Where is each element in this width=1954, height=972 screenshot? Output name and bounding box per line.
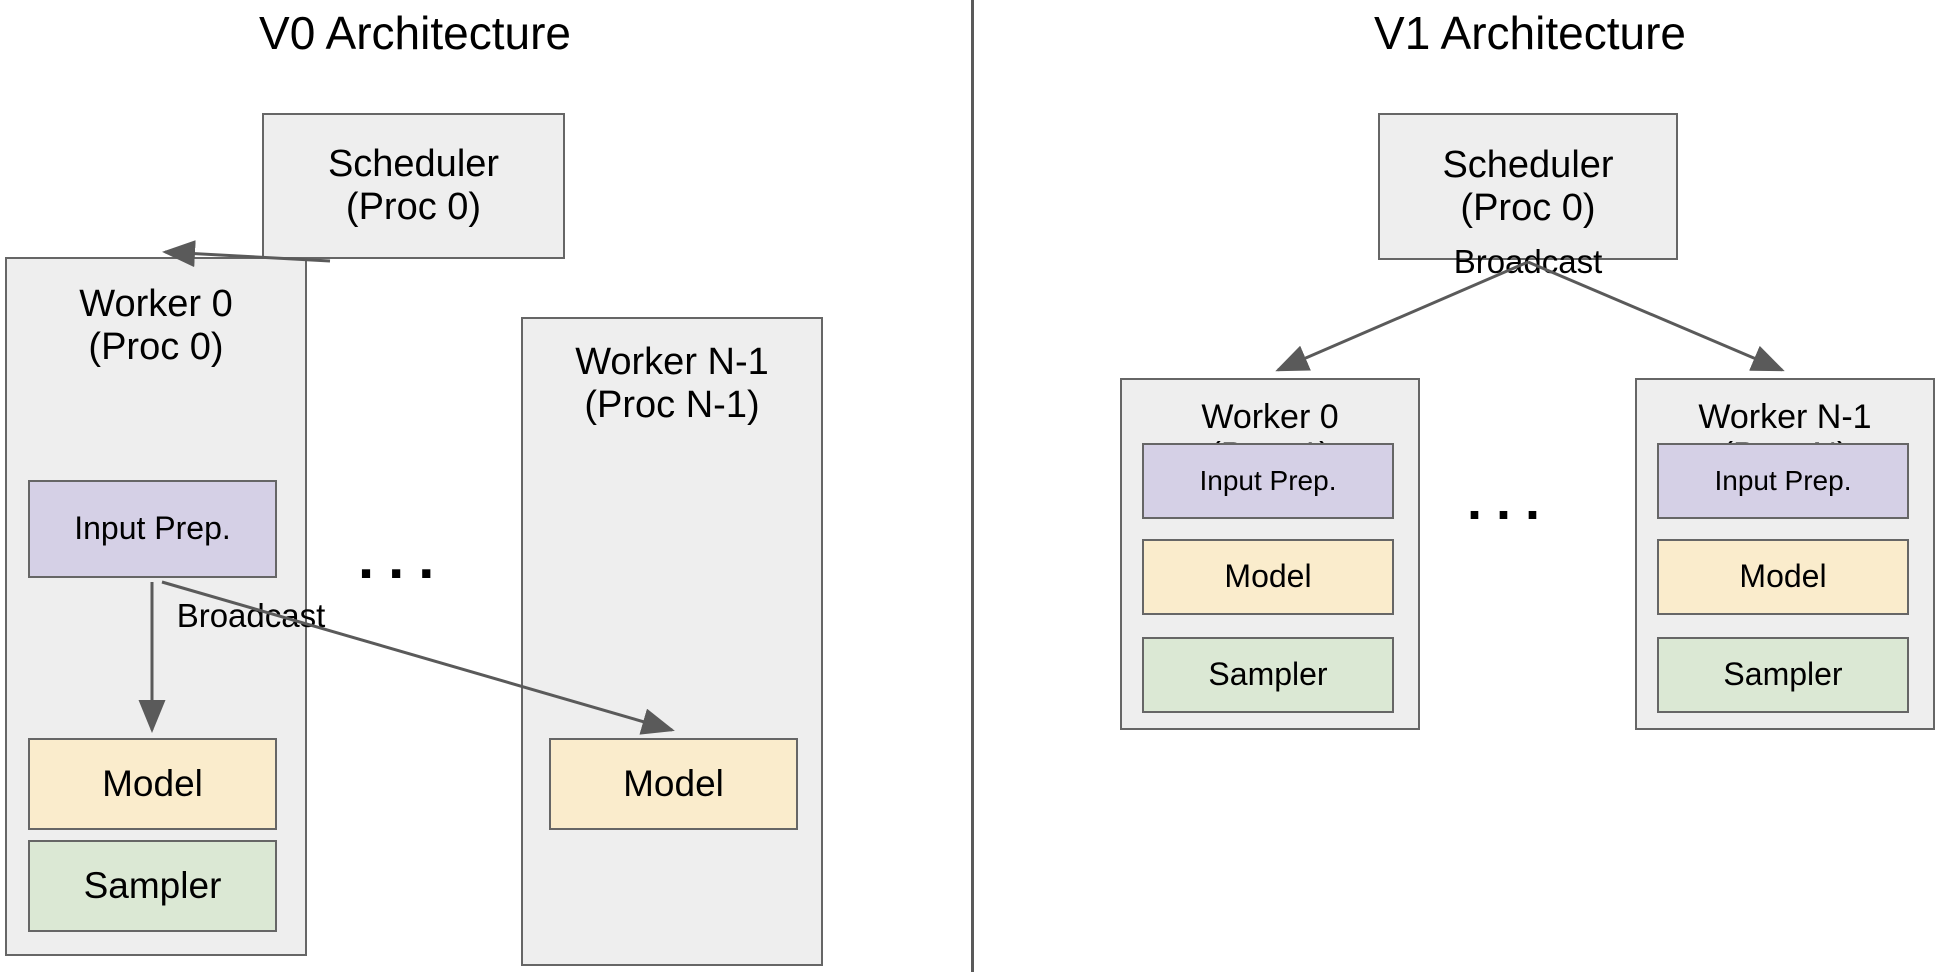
v1-worker-0-sampler[interactable]: Sampler: [1142, 637, 1394, 713]
v1-worker-0-input-prep-label: Input Prep.: [1199, 465, 1337, 497]
v1-ellipsis: ...: [1467, 471, 1555, 531]
v0-worker-n-line2: (Proc N-1): [584, 383, 760, 426]
v0-worker-0-model[interactable]: Model: [28, 738, 277, 830]
v0-worker-0-line1: Worker 0: [79, 283, 233, 325]
v0-worker-n-model[interactable]: Model: [549, 738, 798, 830]
v1-broadcast-label: Broadcast: [1453, 243, 1603, 280]
v1-worker-n-model-label: Model: [1739, 558, 1827, 595]
v1-scheduler-box[interactable]: Scheduler (Proc 0): [1378, 113, 1678, 260]
v0-worker-0-input-prep[interactable]: Input Prep.: [28, 480, 277, 578]
panel-divider: [971, 0, 974, 972]
v0-scheduler-line1: Scheduler: [327, 143, 500, 186]
v0-panel-title: V0 Architecture: [259, 7, 571, 59]
v0-worker-0-input-prep-label: Input Prep.: [74, 510, 231, 547]
v1-worker-0-model[interactable]: Model: [1142, 539, 1394, 615]
v0-scheduler-box[interactable]: Scheduler (Proc 0): [262, 113, 565, 259]
v0-worker-n-line1: Worker N-1: [575, 341, 769, 383]
v1-worker-0-input-prep[interactable]: Input Prep.: [1142, 443, 1394, 519]
v1-panel-title: V1 Architecture: [1374, 7, 1686, 59]
v0-worker-n-container[interactable]: Worker N-1 (Proc N-1): [521, 317, 823, 966]
v0-worker-0-line2: (Proc 0): [88, 325, 224, 368]
v0-scheduler-line2: (Proc 0): [345, 186, 482, 228]
v0-worker-0-sampler-label: Sampler: [83, 865, 222, 907]
v0-worker-n-model-label: Model: [623, 763, 724, 805]
v1-scheduler-line2: (Proc 0): [1460, 186, 1596, 229]
v1-worker-n-sampler-label: Sampler: [1723, 656, 1843, 693]
v0-broadcast-label: Broadcast: [176, 597, 326, 634]
v1-worker-0-sampler-label: Sampler: [1208, 656, 1328, 693]
v0-worker-0-model-label: Model: [102, 763, 203, 805]
v1-worker-n-model[interactable]: Model: [1657, 539, 1909, 615]
v0-ellipsis: ...: [358, 526, 449, 591]
v1-worker-n-input-prep[interactable]: Input Prep.: [1657, 443, 1909, 519]
v1-worker-n-line1: Worker N-1: [1698, 398, 1872, 436]
v1-scheduler-line1: Scheduler: [1442, 143, 1614, 186]
v1-worker-n-sampler[interactable]: Sampler: [1657, 637, 1909, 713]
v1-worker-0-line1: Worker 0: [1201, 398, 1339, 436]
v1-worker-n-input-prep-label: Input Prep.: [1714, 465, 1852, 497]
v1-worker-0-model-label: Model: [1224, 558, 1312, 595]
v0-worker-0-sampler[interactable]: Sampler: [28, 840, 277, 932]
